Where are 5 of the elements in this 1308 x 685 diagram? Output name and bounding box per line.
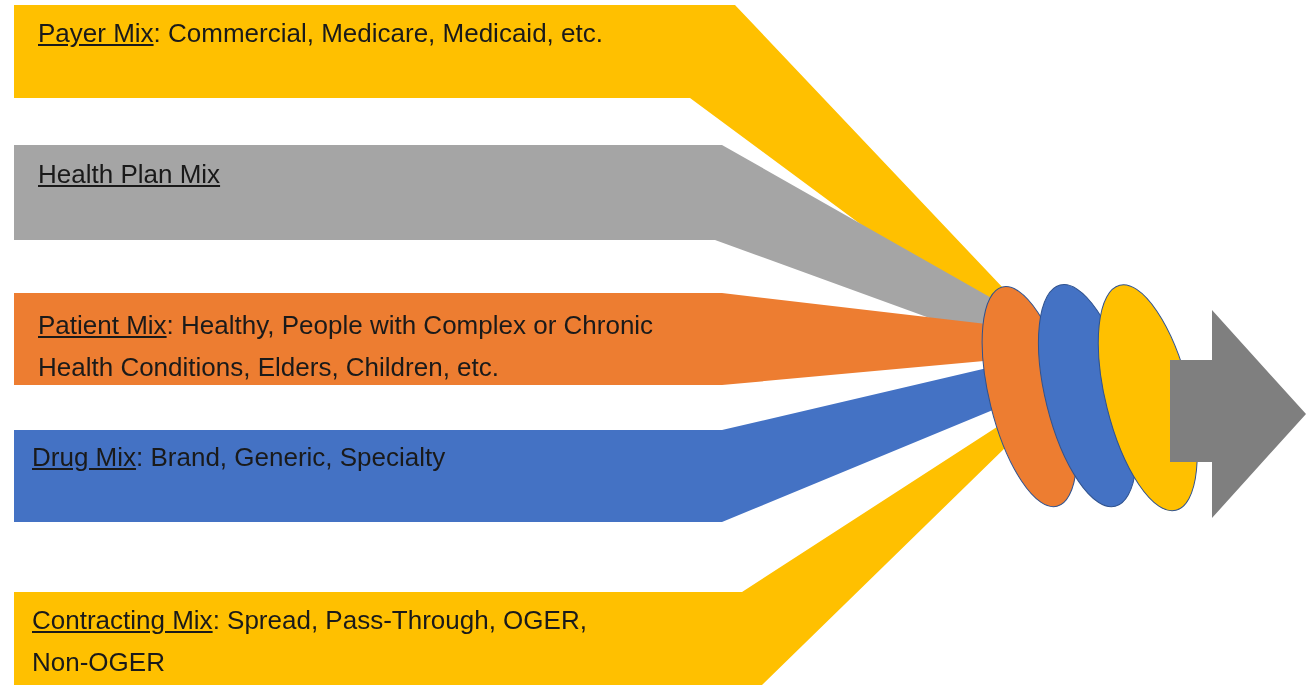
band-label: Contracting Mix: Spread, Pass-Through, OGER, Non-OGER (32, 604, 588, 679)
band-label: Payer Mix: Commercial, Medicare, Medicaid, etc. (38, 17, 604, 50)
band-label: Drug Mix: Brand, Generic, Specialty (32, 441, 447, 474)
band-label: Health Plan Mix (38, 158, 222, 191)
band-label: Patient Mix: Healthy, People with Complex or Chronic Health Conditions, Elders, Children, etc. (38, 309, 655, 384)
